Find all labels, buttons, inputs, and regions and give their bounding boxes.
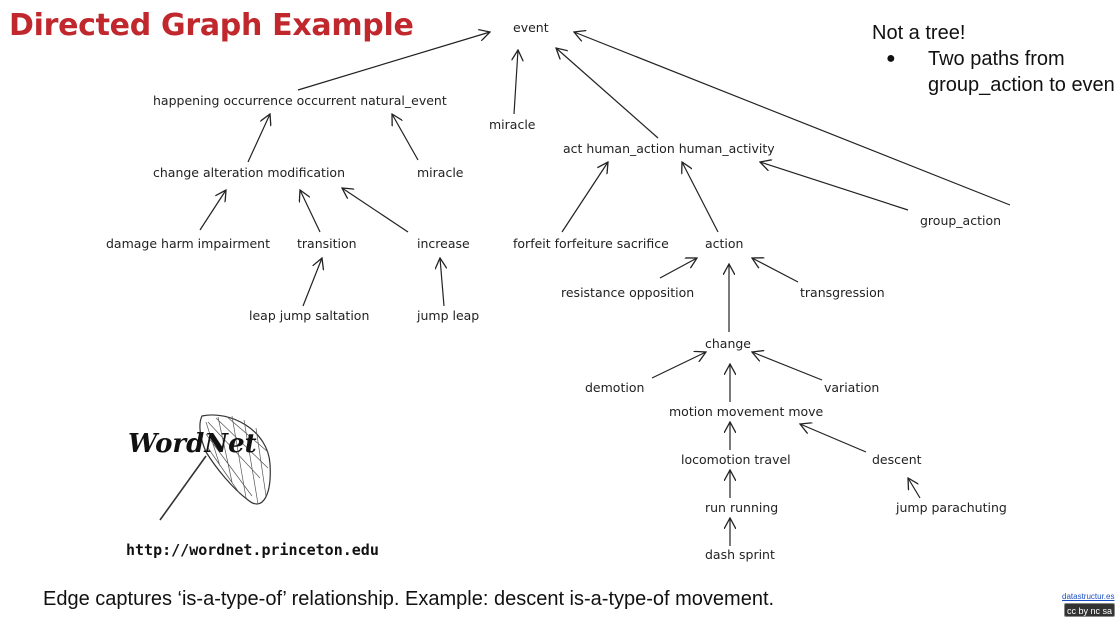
node-transgression: transgression [800,285,885,300]
node-resistance: resistance opposition [561,285,694,300]
node-event: event [513,20,549,35]
node-jump-leap: jump leap [416,308,479,323]
node-locomotion: locomotion travel [681,452,791,467]
edge-groupaction-act [760,162,909,211]
edge-resistance-action [659,258,697,279]
node-miracle-top: miracle [489,117,536,132]
wordnet-logo: WordNet [128,414,271,521]
node-dash: dash sprint [705,547,775,562]
node-increase: increase [417,236,470,251]
note-bullet: Two paths from group_action to event. [928,48,1115,96]
caption: Edge captures ‘is-a-type-of’ relationshi… [43,588,775,610]
edge-action-act [682,162,719,233]
edge-descent-motion [800,424,867,453]
edge-transition-change [300,190,321,233]
slide-title: Directed Graph Example [9,8,414,43]
wordnet-url[interactable]: http://wordnet.princeton.edu [126,541,379,559]
node-miracle-left: miracle [417,165,464,180]
directed-graph: event happening occurrence occurrent nat… [106,20,1011,562]
node-change-alteration: change alteration modification [153,165,345,180]
edge-change-happening [247,114,270,163]
graph-nodes: event happening occurrence occurrent nat… [106,20,1007,562]
edge-transgression-action [752,258,799,283]
note-box: Not a tree! ● Two paths from group_actio… [872,20,1115,96]
edge-happening-event [297,32,490,91]
node-change: change [705,336,751,351]
edge-increase-change [342,188,409,233]
node-action: action [705,236,743,251]
edge-variation-change [752,352,823,381]
note-heading: Not a tree! [872,22,966,44]
source-link[interactable]: datastructur.es [1062,592,1115,601]
node-variation: variation [824,380,879,395]
svg-text:WordNet: WordNet [128,429,257,459]
node-leap: leap jump saltation [249,308,369,323]
edge-forfeit-act [561,162,608,233]
node-run: run running [705,500,778,515]
node-descent: descent [872,452,922,467]
node-forfeit: forfeit forfeiture sacrifice [513,236,669,251]
edge-damage-change [199,190,226,231]
node-transition: transition [297,236,357,251]
node-motion: motion movement move [669,404,824,419]
edge-miracle-happening [392,114,419,161]
node-act: act human_action human_activity [563,141,775,156]
edge-leap-transition [302,258,322,307]
butterfly-net-icon [159,414,271,521]
node-jump-parachuting: jump parachuting [895,500,1007,515]
node-demotion: demotion [585,380,644,395]
cc-license-badge: cc by nc sa [1064,603,1115,617]
node-group-action: group_action [920,213,1001,228]
graph-edges [199,32,1011,546]
edge-jumpleap-increase [440,258,444,307]
edge-groupaction-event [574,32,1011,206]
edge-act-event [556,48,659,139]
edge-miracle-event [514,50,518,115]
bullet-dot: ● [886,50,896,67]
node-damage: damage harm impairment [106,236,270,251]
node-happening: happening occurrence occurrent natural_e… [153,93,447,108]
edge-jumpparachuting-descent [908,478,921,499]
edge-demotion-change [651,352,706,379]
